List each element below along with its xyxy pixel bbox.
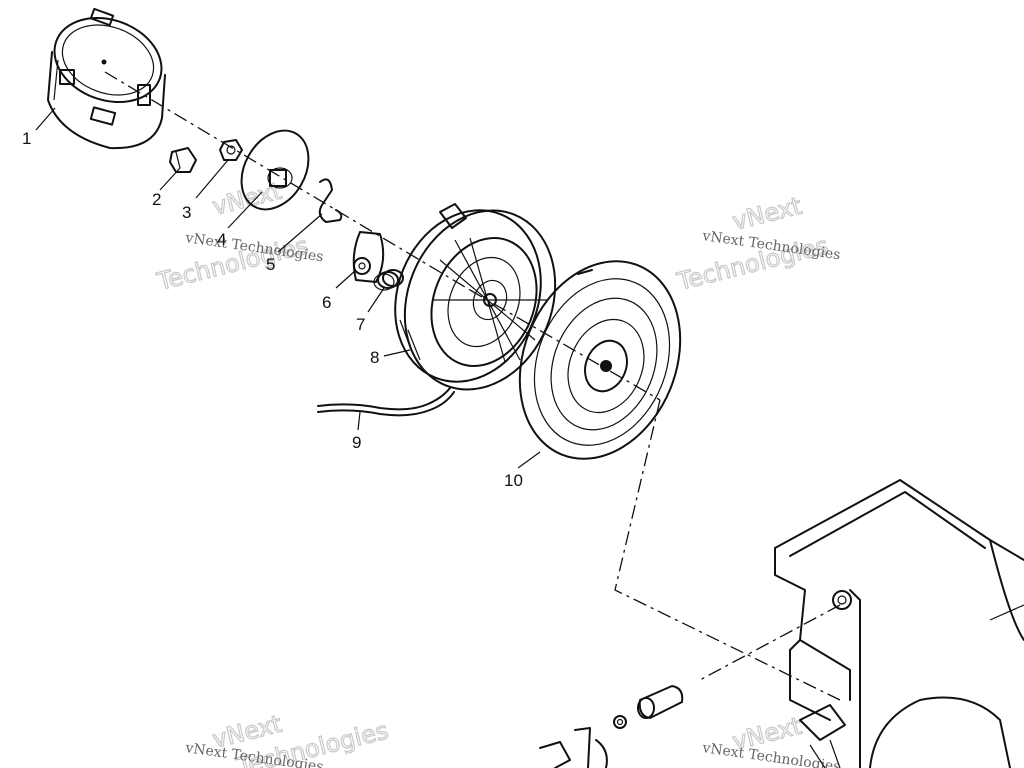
watermark-3: vNext Technologies vNext Technologies bbox=[183, 709, 391, 768]
callouts: 1 2 3 4 5 6 7 8 9 10 bbox=[22, 129, 523, 490]
center-lines bbox=[104, 71, 841, 701]
part-8-reel bbox=[394, 203, 557, 391]
part-4-plate bbox=[240, 129, 310, 211]
part-9-rope bbox=[317, 387, 455, 417]
watermark-big-top: vNext bbox=[730, 192, 805, 236]
part-6-pawl bbox=[352, 231, 385, 283]
part-10-recoil-spring bbox=[518, 260, 682, 460]
part-5-clip bbox=[318, 178, 343, 223]
watermark-2: vNext Technologies vNext Technologies bbox=[673, 191, 841, 297]
part-7-spring bbox=[373, 269, 404, 291]
callout-10: 10 bbox=[504, 471, 523, 490]
callout-3: 3 bbox=[182, 203, 191, 222]
watermark-1: vNext Technologies vNext Technologies bbox=[153, 176, 324, 297]
engine-housing bbox=[774, 479, 1024, 768]
leader-lines bbox=[35, 107, 541, 469]
part-1-housing bbox=[47, 7, 166, 150]
callout-1: 1 bbox=[22, 129, 31, 148]
bottom-parts bbox=[539, 685, 684, 768]
callout-6: 6 bbox=[322, 293, 331, 312]
callout-4: 4 bbox=[217, 230, 226, 249]
part-3-nut bbox=[219, 139, 243, 161]
callout-2: 2 bbox=[152, 190, 161, 209]
part-2-bolt bbox=[169, 147, 197, 173]
callout-5: 5 bbox=[266, 255, 275, 274]
callout-7: 7 bbox=[356, 315, 365, 334]
callout-9: 9 bbox=[352, 433, 361, 452]
callout-8: 8 bbox=[370, 348, 379, 367]
